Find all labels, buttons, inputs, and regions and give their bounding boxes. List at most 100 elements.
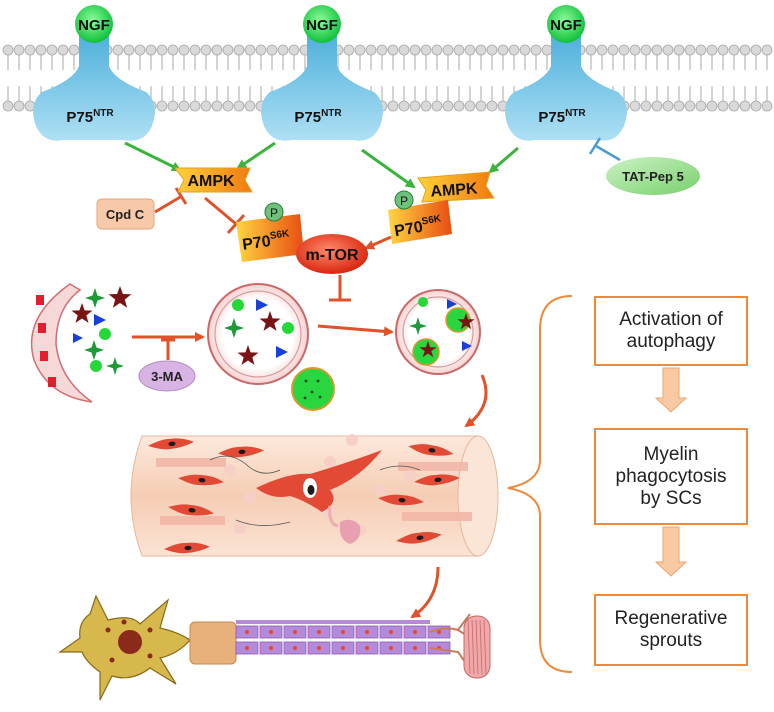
schwann-cell	[148, 438, 194, 450]
cargo-star	[237, 345, 259, 365]
myelin-debris	[402, 512, 472, 521]
lipid-head	[739, 100, 751, 112]
lipid-head	[629, 100, 641, 112]
lipid-head	[684, 100, 696, 112]
cargo-star	[224, 318, 244, 338]
schwann-cell	[396, 532, 442, 544]
lipid-head	[519, 44, 531, 56]
p75-receptor-icon	[261, 34, 383, 141]
tatpep: TAT-Pep 5	[606, 157, 700, 195]
lipid-head	[420, 44, 432, 56]
lipid-head	[717, 44, 729, 56]
flow-arrows	[654, 367, 688, 577]
ngf-ligand-icon	[75, 5, 113, 43]
p70s6k-kinase-icon	[236, 214, 304, 262]
macrophage-schwann-cell	[256, 450, 382, 528]
lipid-head	[464, 44, 476, 56]
cargo-triangle	[447, 299, 457, 309]
lipid-head	[24, 44, 36, 56]
ampk-kinase-icon	[417, 171, 495, 203]
lipid-head	[255, 44, 267, 56]
cargo-star	[85, 288, 105, 308]
ampk-label-left: AMPK	[187, 173, 235, 190]
lipid-head	[442, 44, 454, 56]
autophagosome-to-autolysosome	[317, 324, 394, 337]
autolysosome-icon	[395, 289, 481, 375]
tat-inhibits-receptor-bar	[588, 137, 602, 155]
phospho-label-right: P	[400, 194, 408, 208]
tatpep-label: TAT-Pep 5	[622, 169, 684, 184]
schwann-cell	[164, 542, 210, 554]
mtor: m-TOR	[296, 234, 368, 274]
myelin-debris	[374, 484, 386, 496]
lipid-head	[211, 44, 223, 56]
p75-receptor-icon	[33, 34, 155, 141]
ampk-inhibits-p70	[204, 196, 237, 226]
lipid-head	[46, 44, 58, 56]
p75-receptor-icon	[505, 34, 627, 141]
flow-step-activation-of-autophagy: Activation of autophagy	[594, 296, 748, 366]
lipid-head	[398, 100, 410, 112]
ngf-label: NGF	[550, 17, 582, 34]
lipid-head	[266, 44, 278, 56]
flow-step-myelin-phagocytosis: Myelin phagocytosis by SCs	[594, 428, 748, 525]
lipid-head	[651, 44, 663, 56]
schwann-cell	[414, 474, 460, 486]
macrophage	[339, 519, 361, 544]
lipid-head	[761, 44, 773, 56]
threema-ellipse	[138, 360, 196, 392]
tat-inhibits-receptor	[595, 144, 621, 162]
lipid-head	[387, 100, 399, 112]
lipid-head	[607, 44, 619, 56]
lipid-head	[145, 44, 157, 56]
lipid-head	[585, 44, 597, 56]
lipid-head	[640, 100, 652, 112]
p75-label: P75NTR	[538, 108, 586, 126]
cargo-star	[457, 313, 475, 330]
lipid-head	[167, 100, 179, 112]
lipid-head	[673, 44, 685, 56]
schwann-cell	[408, 444, 454, 456]
axon-process	[235, 519, 291, 526]
axon-process	[379, 465, 421, 471]
lipid-head	[629, 44, 641, 56]
threema-label: 3-MA	[151, 369, 183, 384]
lipid-head	[68, 44, 80, 56]
ampk-left: AMPK	[174, 167, 253, 193]
lipid-head	[442, 100, 454, 112]
lipid-head	[288, 44, 300, 56]
ampk-right: AMPK	[417, 171, 495, 203]
flow-step-3-label: Regenerative sprouts	[614, 608, 728, 651]
lipid-head	[222, 100, 234, 112]
lipid-head	[2, 100, 14, 112]
schwann-cell	[378, 494, 424, 506]
myelin-debris	[160, 516, 225, 525]
cargo-star	[419, 341, 437, 358]
axon-process	[209, 455, 281, 474]
nerve-to-regenerated-axon	[410, 566, 440, 619]
myelin-debris	[346, 434, 358, 446]
cargo-dot	[90, 360, 102, 372]
lipid-head	[178, 100, 190, 112]
myelin-debris	[234, 522, 246, 534]
lipid-head	[706, 100, 718, 112]
lipid-head	[695, 100, 707, 112]
lipid-head	[651, 100, 663, 112]
lipid-head	[233, 100, 245, 112]
lipid-head	[156, 44, 168, 56]
lipid-head	[134, 44, 146, 56]
lipid-head	[57, 44, 69, 56]
cpdc: Cpd C	[96, 198, 155, 230]
lipid-head	[35, 44, 47, 56]
phospho-label-left: P	[270, 206, 278, 220]
schwann-cell	[168, 504, 214, 516]
receptor-marker	[48, 377, 56, 387]
nerve-fiber-icon	[130, 434, 499, 557]
lipid-head	[497, 44, 509, 56]
tatpep-ellipse	[606, 157, 700, 195]
phospho-icon	[264, 202, 284, 222]
cargo-star	[84, 340, 104, 360]
